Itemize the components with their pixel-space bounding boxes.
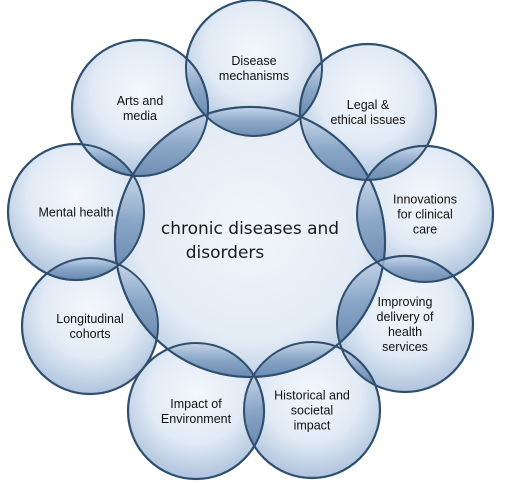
label-line: care	[413, 222, 437, 236]
label-line: impact	[294, 418, 331, 432]
label-line: Historical and	[274, 388, 350, 402]
label-line: ethical issues	[330, 113, 405, 127]
label-line: societal	[291, 403, 333, 417]
label-line: services	[382, 340, 428, 354]
label-line: Improving	[378, 295, 433, 309]
label-line: Impact of	[170, 397, 222, 411]
label-legal-ethical: Legal &ethical issues	[330, 98, 405, 127]
label-line: Environment	[161, 412, 232, 426]
label-line: Disease	[231, 54, 276, 68]
center-bubble	[113, 105, 387, 379]
label-line: mechanisms	[219, 69, 289, 83]
label-line: Longitudinal	[56, 312, 123, 326]
label-mental-health: Mental health	[38, 205, 113, 219]
label-line: Mental health	[38, 205, 113, 219]
label-line: cohorts	[70, 327, 111, 341]
center-bubble-group	[113, 105, 387, 379]
label-line: Innovations	[393, 192, 457, 206]
label-line: Arts and	[117, 94, 164, 108]
center-title-line: chronic diseases and	[161, 219, 339, 239]
label-line: Legal &	[347, 98, 390, 112]
label-line: for clinical	[397, 207, 453, 221]
center-title: chronic diseases and disorders	[161, 219, 339, 263]
label-line: delivery of	[377, 310, 434, 324]
label-line: media	[123, 109, 157, 123]
center-title-line: disorders	[186, 243, 265, 263]
label-line: health	[388, 325, 422, 339]
